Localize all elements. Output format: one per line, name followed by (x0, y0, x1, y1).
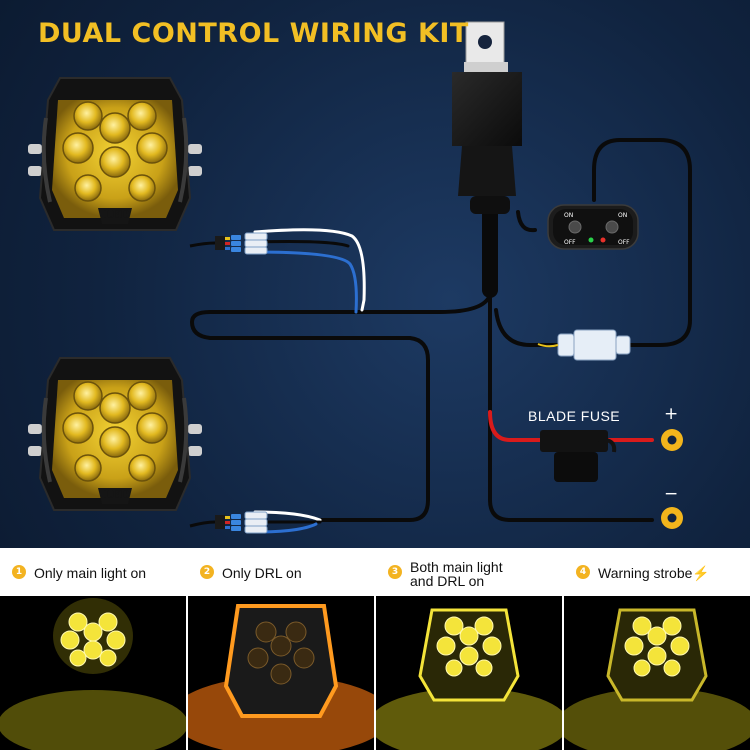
mode-drl: 2 Only DRL on (188, 548, 374, 750)
mode-photo (376, 596, 562, 750)
lamp-badge-top: LED (104, 208, 130, 221)
mode-label-line-2: and DRL on (410, 573, 485, 589)
relay (452, 21, 522, 214)
mode-number-badge: 3 (388, 565, 402, 579)
wiring-diagram (26, 21, 692, 534)
mode-label: Warning strobe (598, 565, 693, 581)
mode-main-and-drl: 3 Both main light and DRL on (376, 548, 562, 750)
connector-bottom (214, 511, 268, 534)
mode-main-light: 1 Only main light on (0, 548, 186, 750)
negative-symbol: − (664, 484, 679, 504)
lamp-badge-bottom: LED (104, 488, 130, 501)
mode-label-line-1: Both main light (410, 559, 503, 575)
mode-number-badge: 4 (576, 565, 590, 579)
mode-label: Only DRL on (222, 565, 302, 581)
page-title: DUAL CONTROL WIRING KIT (38, 18, 469, 49)
mode-number-badge: 2 (200, 565, 214, 579)
dual-switch (547, 204, 639, 250)
switch-right-on-label: ON (618, 212, 628, 219)
lighting-modes: 1 Only main light on 2 Only DRL on (0, 548, 750, 750)
positive-symbol: + (664, 404, 679, 424)
connector-top (214, 232, 268, 255)
mode-warning-strobe: 4 Warning strobe⚡ (564, 548, 750, 750)
blade-fuse-holder (540, 430, 617, 482)
mode-photo (0, 596, 186, 750)
positive-terminal (661, 429, 683, 451)
blade-fuse-label: BLADE FUSE (528, 408, 621, 424)
negative-terminal (661, 507, 683, 529)
lightning-bolt-icon: ⚡ (692, 565, 710, 581)
mode-photo (564, 596, 750, 750)
mode-label: Only main light on (34, 565, 147, 581)
switch-connector (537, 329, 631, 361)
mode-number-badge: 1 (12, 565, 26, 579)
switch-left-off-label: OFF (564, 239, 576, 246)
mode-photo (188, 596, 374, 750)
switch-left-on-label: ON (564, 212, 574, 219)
switch-right-off-label: OFF (618, 239, 630, 246)
